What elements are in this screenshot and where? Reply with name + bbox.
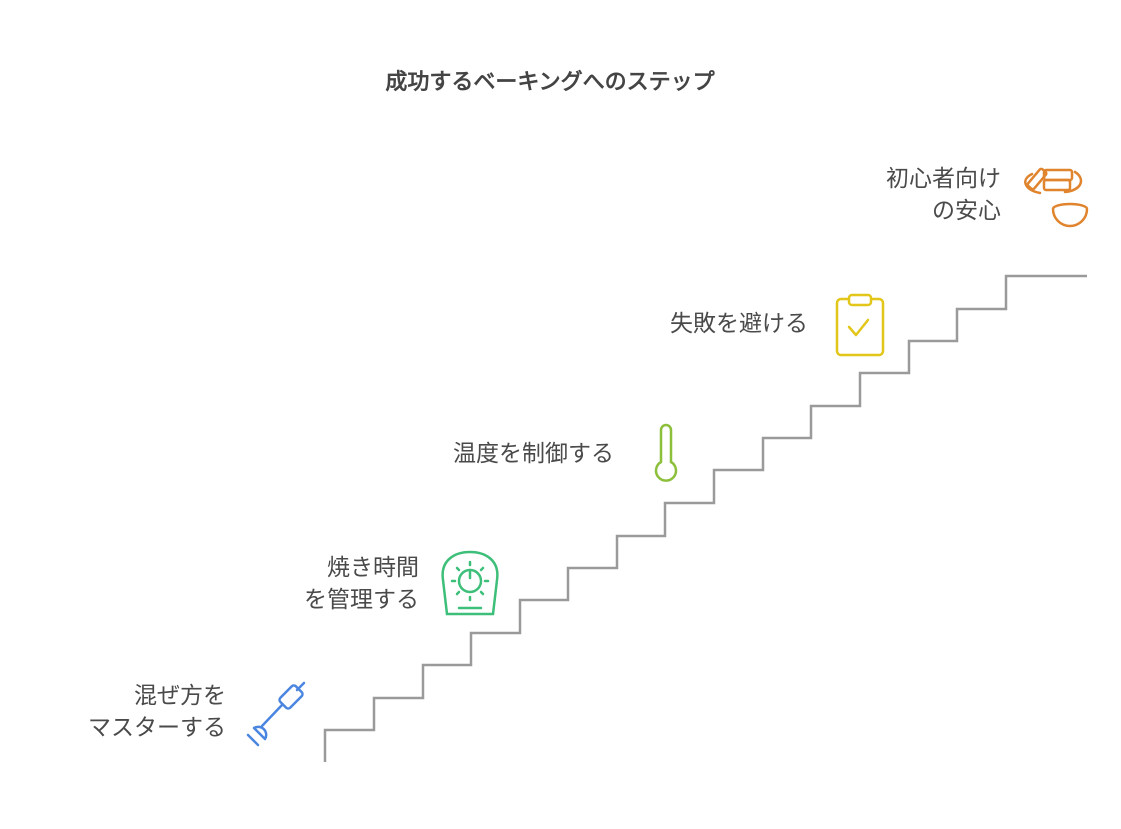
step-2-label: 焼き時間 を管理する [304, 552, 419, 616]
baked-goods-bowl-icon [1024, 167, 1089, 228]
step-5-label: 初心者向け の安心 [886, 163, 1001, 227]
clipboard-check-icon [835, 293, 885, 357]
step-2-line2: を管理する [304, 587, 419, 613]
step-4-label: 失敗を避ける [670, 308, 808, 340]
step-1-line1: 混ぜ方を [134, 683, 226, 709]
hand-mixer-icon [246, 681, 306, 747]
step-1-label: 混ぜ方を マスターする [88, 680, 226, 744]
step-1-line2: マスターする [88, 715, 226, 741]
step-5-line1: 初心者向け [886, 166, 1001, 192]
step-5-line2: の安心 [932, 198, 1001, 224]
staircase [323, 274, 1087, 762]
step-4-line1: 失敗を避ける [670, 311, 808, 337]
step-2-line1: 焼き時間 [327, 555, 419, 581]
step-3-line1: 温度を制御する [453, 441, 614, 467]
diagram-title: 成功するベーキングへのステップ [385, 70, 715, 95]
step-3-label: 温度を制御する [453, 438, 614, 470]
oven-timer-icon [441, 550, 499, 616]
thermometer-icon [654, 423, 678, 482]
